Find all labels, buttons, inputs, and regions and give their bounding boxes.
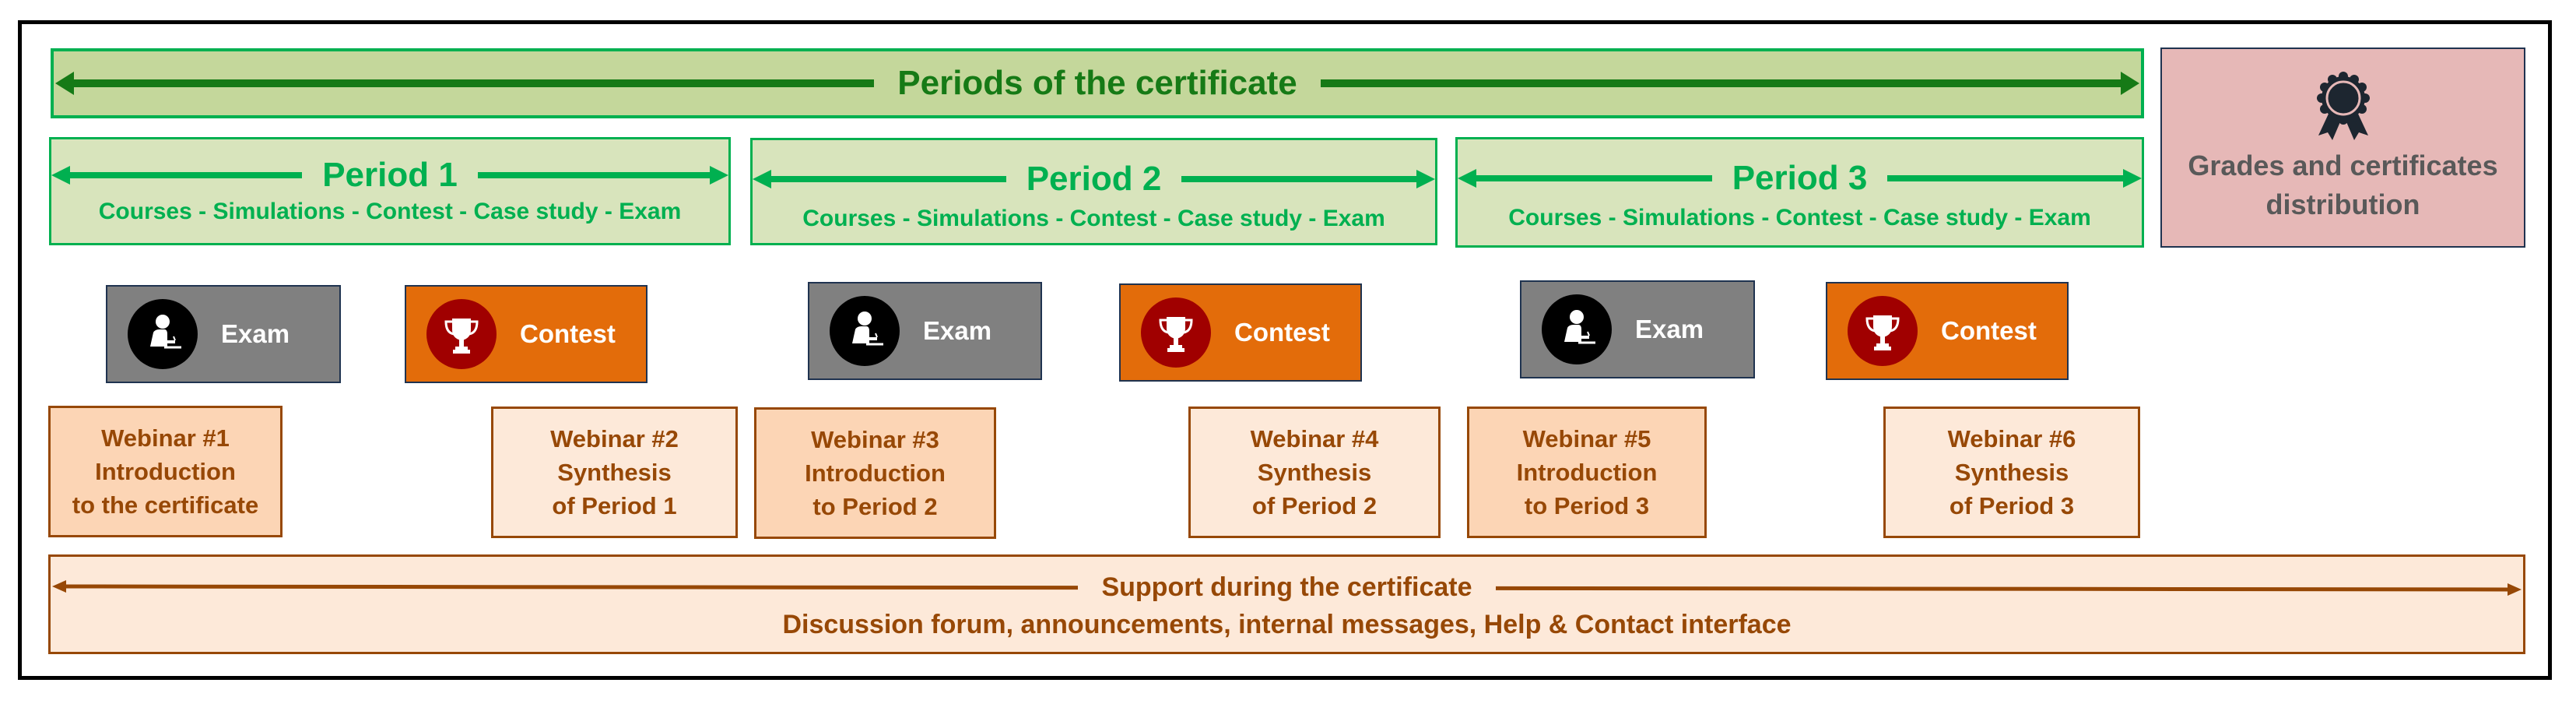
award-ribbon-icon [2316,71,2370,140]
webinar-title: Webinar #1 [101,424,230,452]
contest-tile[interactable]: Contest [1119,283,1362,382]
grades-label-line2: distribution [2265,188,2420,220]
period-activities: Courses - Simulations - Contest - Case s… [98,199,682,224]
webinar-3-box[interactable]: Webinar #3 Introduction to Period 2 [754,407,996,539]
student-writing-icon [128,299,198,369]
webinar-title: Webinar #4 [1250,425,1379,452]
trophy-icon [426,299,497,369]
webinar-line: Synthesis [557,459,672,486]
period-title: Period 3 [1711,159,1888,198]
period-activities: Courses - Simulations - Contest - Case s… [802,206,1385,231]
webinar-line: of Period 2 [1251,492,1377,519]
tile-label: Contest [520,319,616,348]
support-details: Discussion forum, announcements, interna… [782,610,1792,639]
webinar-line: of Period 3 [1949,492,2075,519]
webinar-title: Webinar #3 [811,426,939,453]
tile-label: Contest [1234,318,1330,347]
webinar-4-box[interactable]: Webinar #4 Synthesis of Period 2 [1188,407,1441,538]
grades-label-line1: Grades and certificates [2188,149,2498,181]
exam-tile[interactable]: Exam [808,282,1042,380]
support-box: Support during the certificate Discussio… [48,554,2525,654]
contest-tile[interactable]: Contest [405,285,648,383]
webinar-line: of Period 1 [552,492,677,519]
webinar-line: Synthesis [1257,459,1372,486]
webinar-1-box[interactable]: Webinar #1 Introduction to the certifica… [48,406,283,537]
webinar-line: to the certificate [72,491,259,519]
period-title: Period 1 [302,156,478,195]
exam-tile[interactable]: Exam [1520,280,1755,378]
diagram-frame [18,20,2552,680]
tile-label: Exam [923,316,992,345]
tile-label: Contest [1941,316,2037,345]
period-1-box: Period 1 Courses - Simulations - Contest… [49,137,731,245]
webinar-title: Webinar #6 [1947,425,2076,452]
webinar-2-box[interactable]: Webinar #2 Synthesis of Period 1 [491,407,738,538]
webinar-line: to Period 2 [812,493,938,520]
webinar-line: Introduction [1516,459,1658,486]
webinar-title: Webinar #5 [1522,425,1651,452]
period-3-box: Period 3 Courses - Simulations - Contest… [1455,137,2144,248]
period-2-box: Period 2 Courses - Simulations - Contest… [750,138,1437,245]
exam-tile[interactable]: Exam [106,285,341,383]
webinar-5-box[interactable]: Webinar #5 Introduction to Period 3 [1467,407,1707,538]
trophy-icon [1848,296,1918,366]
webinar-line: Synthesis [1954,459,2069,486]
period-activities: Courses - Simulations - Contest - Case s… [1508,205,2091,231]
webinar-line: to Period 3 [1524,492,1650,519]
double-arrow-icon [52,580,2522,596]
grades-certificates-box: Grades and certificates distribution [2160,48,2525,248]
period-title: Period 2 [1005,160,1182,199]
periods-of-certificate-bar: Periods of the certificate [51,48,2144,118]
trophy-icon [1141,297,1211,368]
webinar-title: Webinar #2 [550,425,679,452]
student-writing-icon [830,296,900,366]
tile-label: Exam [1635,315,1704,343]
webinar-line: Introduction [805,459,946,487]
contest-tile[interactable]: Contest [1826,282,2069,380]
support-title: Support during the certificate [1078,572,1496,603]
webinar-6-box[interactable]: Webinar #6 Synthesis of Period 3 [1883,407,2140,538]
webinar-line: Introduction [95,458,236,485]
periods-title: Periods of the certificate [874,64,1321,103]
student-writing-icon [1542,294,1612,364]
tile-label: Exam [221,319,290,348]
